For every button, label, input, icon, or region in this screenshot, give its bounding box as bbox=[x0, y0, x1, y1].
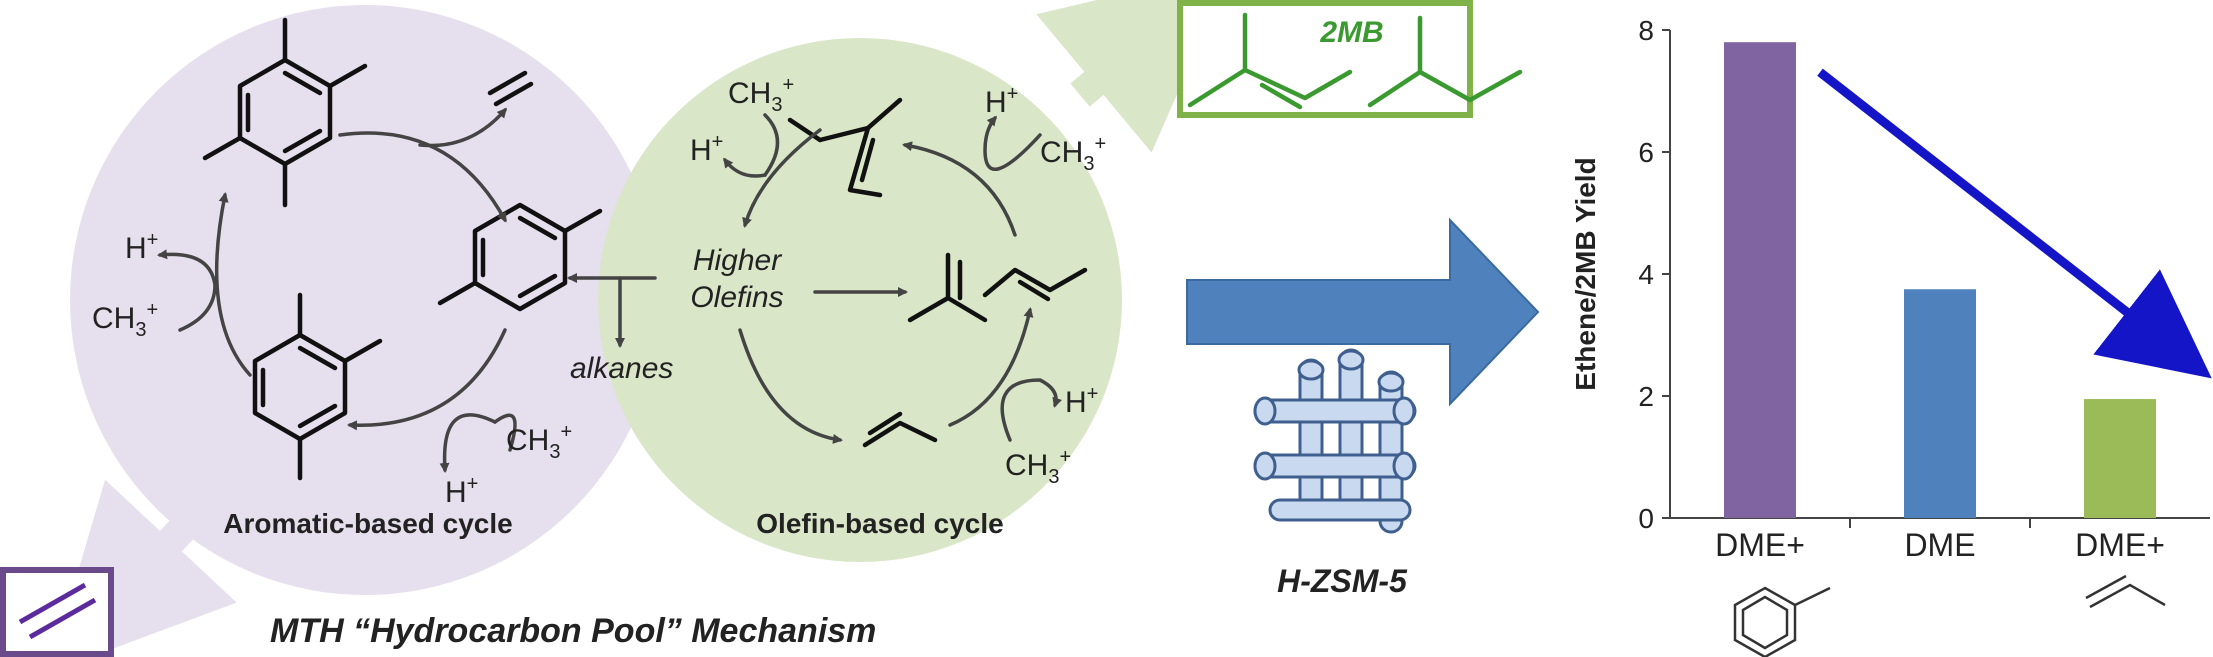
process-arrow bbox=[1186, 217, 1540, 407]
h-plus-label-olefin-top-right: H+ bbox=[985, 83, 1018, 119]
2mb-product-box: 2MB bbox=[1177, 0, 1523, 118]
olefin-cycle-circle bbox=[598, 38, 1122, 562]
2-methyl-2-butene-structure bbox=[1187, 67, 1353, 108]
tetramethylbenzene-top bbox=[202, 17, 368, 208]
category-label-3: DME+ bbox=[2075, 527, 2165, 563]
y-tick-label: 2 bbox=[1638, 381, 1654, 412]
bar-1 bbox=[1724, 42, 1796, 518]
h-plus-label-olefin-top-left: H+ bbox=[690, 131, 723, 167]
isobutene-and-butene-structure bbox=[907, 252, 1088, 323]
ch3-label-olefin-top-right: CH3+ bbox=[1040, 133, 1106, 175]
zeolite-icon bbox=[1253, 348, 1417, 534]
ch3-label-olefin-bottom: CH3+ bbox=[1005, 446, 1071, 488]
h-plus-label-aromatic-left: H+ bbox=[125, 229, 158, 265]
trend-arrow bbox=[1817, 68, 2212, 379]
y-axis-label: Ethene/2MB Yield bbox=[1570, 157, 1601, 390]
bar-2 bbox=[1904, 289, 1976, 518]
aromatic-cycle-label: Aromatic-based cycle bbox=[223, 508, 512, 539]
olefin-cycle-label: Olefin-based cycle bbox=[756, 508, 1003, 539]
bar-3 bbox=[2084, 399, 2156, 518]
propene-structure bbox=[862, 411, 938, 448]
alkanes-label: alkanes bbox=[570, 352, 673, 385]
category-labels: DME+ DME DME+ bbox=[1715, 527, 2165, 563]
2-methyl-2-butene-cycle-structure bbox=[787, 97, 903, 198]
higher-olefins-label-line2: Olefins bbox=[690, 281, 783, 314]
y-tick-label: 0 bbox=[1638, 503, 1654, 534]
aromatic-cycle-arrow-3 bbox=[214, 192, 252, 377]
aromatic-cycle-arrow-2 bbox=[347, 328, 507, 431]
h-plus-label-olefin-bottom: H+ bbox=[1065, 383, 1098, 419]
ethene-icon bbox=[2085, 574, 2166, 609]
y-tick-label: 4 bbox=[1638, 259, 1654, 290]
category-label-1: DME+ bbox=[1715, 527, 1805, 563]
y-tick-label: 6 bbox=[1638, 137, 1654, 168]
bars bbox=[1724, 42, 2156, 518]
toluene-icon bbox=[1733, 586, 1831, 657]
higher-olefins-label-line1: Higher bbox=[693, 244, 782, 277]
catalyst-label: H-ZSM-5 bbox=[1277, 563, 1408, 599]
ethene-structure-top bbox=[487, 70, 528, 96]
2mb-label: 2MB bbox=[1319, 16, 1383, 49]
h-plus-label-aromatic-bottom: H+ bbox=[445, 473, 478, 509]
xylene-right bbox=[437, 202, 603, 312]
ch3-label-aromatic-bottom: CH3+ bbox=[506, 421, 572, 463]
y-tick-label: 8 bbox=[1638, 15, 1654, 46]
trimethylbenzene-bottom bbox=[252, 292, 383, 481]
ch3-label-olefin-top-left: CH3+ bbox=[728, 74, 794, 116]
2-methylbutane-structure bbox=[1367, 69, 1523, 108]
aromatic-cycle-arrow-1 bbox=[338, 131, 507, 223]
category-label-2: DME bbox=[1904, 527, 1975, 563]
ethene-product-box bbox=[0, 567, 114, 657]
yield-bar-chart: 0 2 4 6 8 DME+ DME DME+ Ethene/2MB Yield bbox=[1570, 15, 2212, 657]
ch3-label-aromatic-left: CH3+ bbox=[92, 299, 158, 341]
aromatic-cycle-circle bbox=[70, 5, 660, 595]
mechanism-title: MTH “Hydrocarbon Pool” Mechanism bbox=[270, 612, 876, 650]
olefin-to-2mb-arrow bbox=[1036, 0, 1233, 153]
